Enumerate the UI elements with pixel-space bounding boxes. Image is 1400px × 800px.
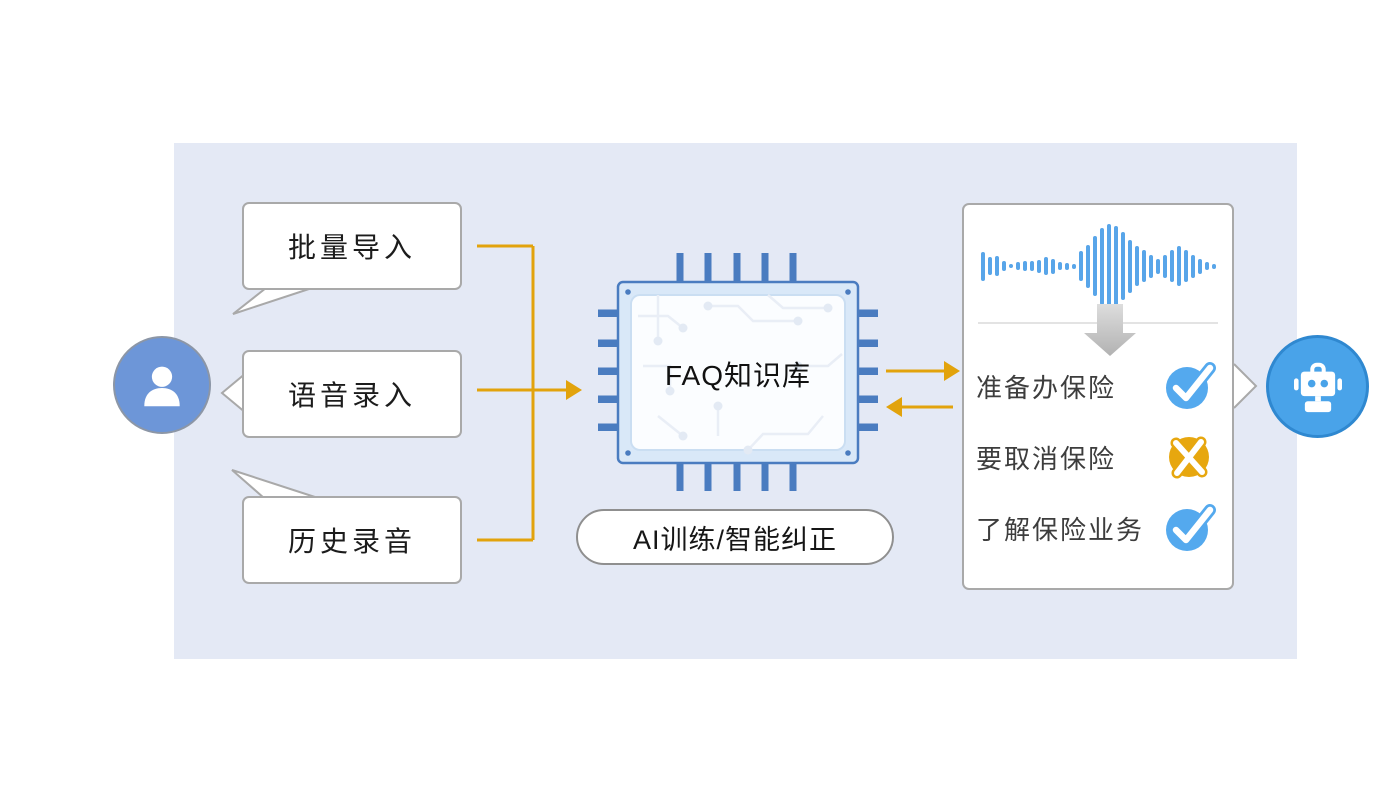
waveform-bar (1156, 258, 1160, 274)
circuit-traces (638, 294, 843, 451)
bubble-voice-input: 语音录入 (242, 350, 462, 438)
waveform-bar (1072, 263, 1076, 269)
waveform-bar (995, 256, 999, 276)
waveform-bar (1191, 254, 1195, 278)
robot-avatar (1266, 335, 1369, 438)
waveform-bar (1170, 250, 1174, 282)
waveform-bar (1142, 250, 1146, 282)
waveform-bar (1135, 246, 1139, 286)
user-icon (144, 366, 180, 407)
waveform-bar (1184, 250, 1188, 282)
waveform-bar (1037, 259, 1041, 273)
waveform-bar (1121, 232, 1125, 300)
bubble-tail (231, 469, 319, 499)
bubble-history-recording-label: 历史录音 (287, 526, 416, 557)
waveform-bar (1107, 224, 1111, 308)
waveform-bar (988, 257, 992, 275)
result-label: 要取消保险 (976, 443, 1117, 474)
waveform-bar (1009, 264, 1013, 268)
waveform-bar (1016, 262, 1020, 270)
waveform-bar (1128, 239, 1132, 293)
waveform-bar (1086, 244, 1090, 288)
bubble-tail (220, 372, 247, 414)
bubble-voice-input-label: 语音录入 (287, 380, 416, 411)
check-icon (1166, 362, 1216, 409)
waveform-bar (1114, 226, 1118, 306)
waveform-bar (1149, 254, 1153, 278)
bubble-batch-import-label: 批量导入 (287, 232, 416, 263)
waveform-bar (981, 251, 985, 281)
result-row: 了解保险业务 (976, 500, 1218, 556)
chip-icon (598, 253, 878, 491)
down-arrow-icon (1084, 304, 1136, 356)
result-label: 了解保险业务 (976, 514, 1145, 545)
waveform-bar (1044, 257, 1048, 275)
waveform-bar (1177, 246, 1181, 286)
waveform-bar (1079, 251, 1083, 281)
waveform-bar (1205, 262, 1209, 270)
result-row: 要取消保险 (976, 429, 1218, 485)
waveform-bar (1058, 262, 1062, 270)
waveform-bar (1030, 261, 1034, 271)
circuit-dots (653, 301, 833, 455)
cross-icon (1169, 436, 1209, 479)
bubble-batch-import: 批量导入 (242, 202, 462, 290)
card-tail (1233, 363, 1258, 409)
waveform-bar (1065, 262, 1069, 270)
waveform-bar (1051, 258, 1055, 274)
robot-icon (1293, 362, 1342, 412)
waveform-bar (1198, 258, 1202, 274)
ai-training-pill: AI训练/智能纠正 (576, 509, 894, 565)
waveform-bar (1100, 227, 1104, 305)
waveform-bar (1093, 236, 1097, 296)
ai-training-label: AI训练/智能纠正 (632, 524, 837, 555)
check-icon (1166, 504, 1216, 551)
chip-label: FAQ知识库 (664, 360, 811, 391)
bubble-history-recording: 历史录音 (242, 496, 462, 584)
result-label: 准备办保险 (976, 372, 1117, 403)
user-avatar (113, 336, 211, 434)
waveform-bar (1163, 254, 1167, 278)
bubble-tail (232, 287, 313, 315)
waveform-bar (1023, 261, 1027, 271)
waveform-bar (1002, 261, 1006, 271)
result-row: 准备办保险 (976, 358, 1218, 414)
audio-waveform (981, 224, 1219, 308)
waveform-bar (1212, 263, 1216, 269)
